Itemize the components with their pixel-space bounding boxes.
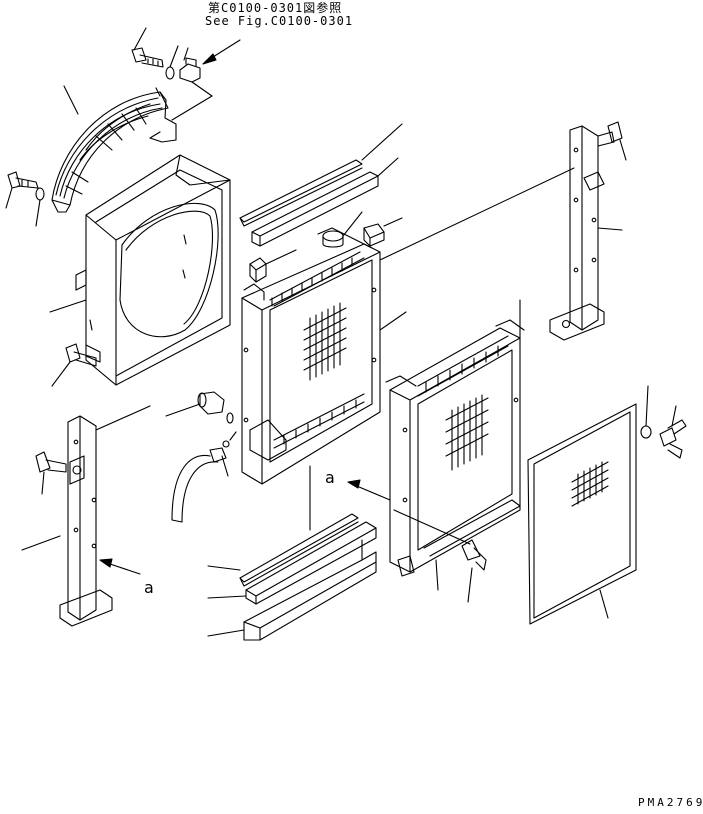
top-washer (166, 46, 178, 79)
radiator-core (242, 168, 574, 484)
fan-shroud (50, 155, 230, 385)
oil-cooler-frame (386, 300, 524, 590)
clip-bracket (172, 48, 212, 120)
fan-guard-ring (52, 86, 176, 212)
view-callout-a-right: a (325, 468, 335, 487)
upper-seal-strip (240, 124, 402, 226)
rubber-block-left (250, 250, 296, 282)
left-support-post (22, 406, 150, 626)
shroud-bolt (52, 344, 96, 386)
view-arrow-right (348, 480, 390, 500)
left-bolt (6, 172, 38, 208)
drain-valve (166, 392, 233, 423)
lower-seal-strip-2 (208, 522, 376, 604)
left-washer (36, 188, 44, 226)
right-washer (641, 386, 651, 438)
leader-line (394, 510, 470, 544)
insect-screen (528, 404, 636, 624)
drawing-number: PMA2769 (638, 796, 703, 809)
post-bolt-right (598, 122, 626, 160)
view-callout-a-left: a (144, 578, 154, 597)
reference-note-japanese: 第C0100-0301図参照 (208, 1, 343, 15)
right-support-post (550, 126, 622, 340)
wing-nut (660, 406, 686, 458)
top-bolt (132, 28, 163, 67)
reference-arrow (203, 40, 240, 64)
rubber-block-right (364, 218, 402, 246)
lower-seal-strip (208, 466, 358, 586)
view-arrow-left (100, 559, 140, 574)
drain-hose (172, 432, 236, 522)
reference-note-english: See Fig.C0100-0301 (205, 14, 354, 28)
post-bolt-left (36, 452, 66, 494)
cooler-bolt (462, 540, 486, 602)
upper-seal-strip-2 (252, 158, 398, 246)
lower-cover (208, 540, 376, 640)
radiator-cap (323, 212, 362, 247)
